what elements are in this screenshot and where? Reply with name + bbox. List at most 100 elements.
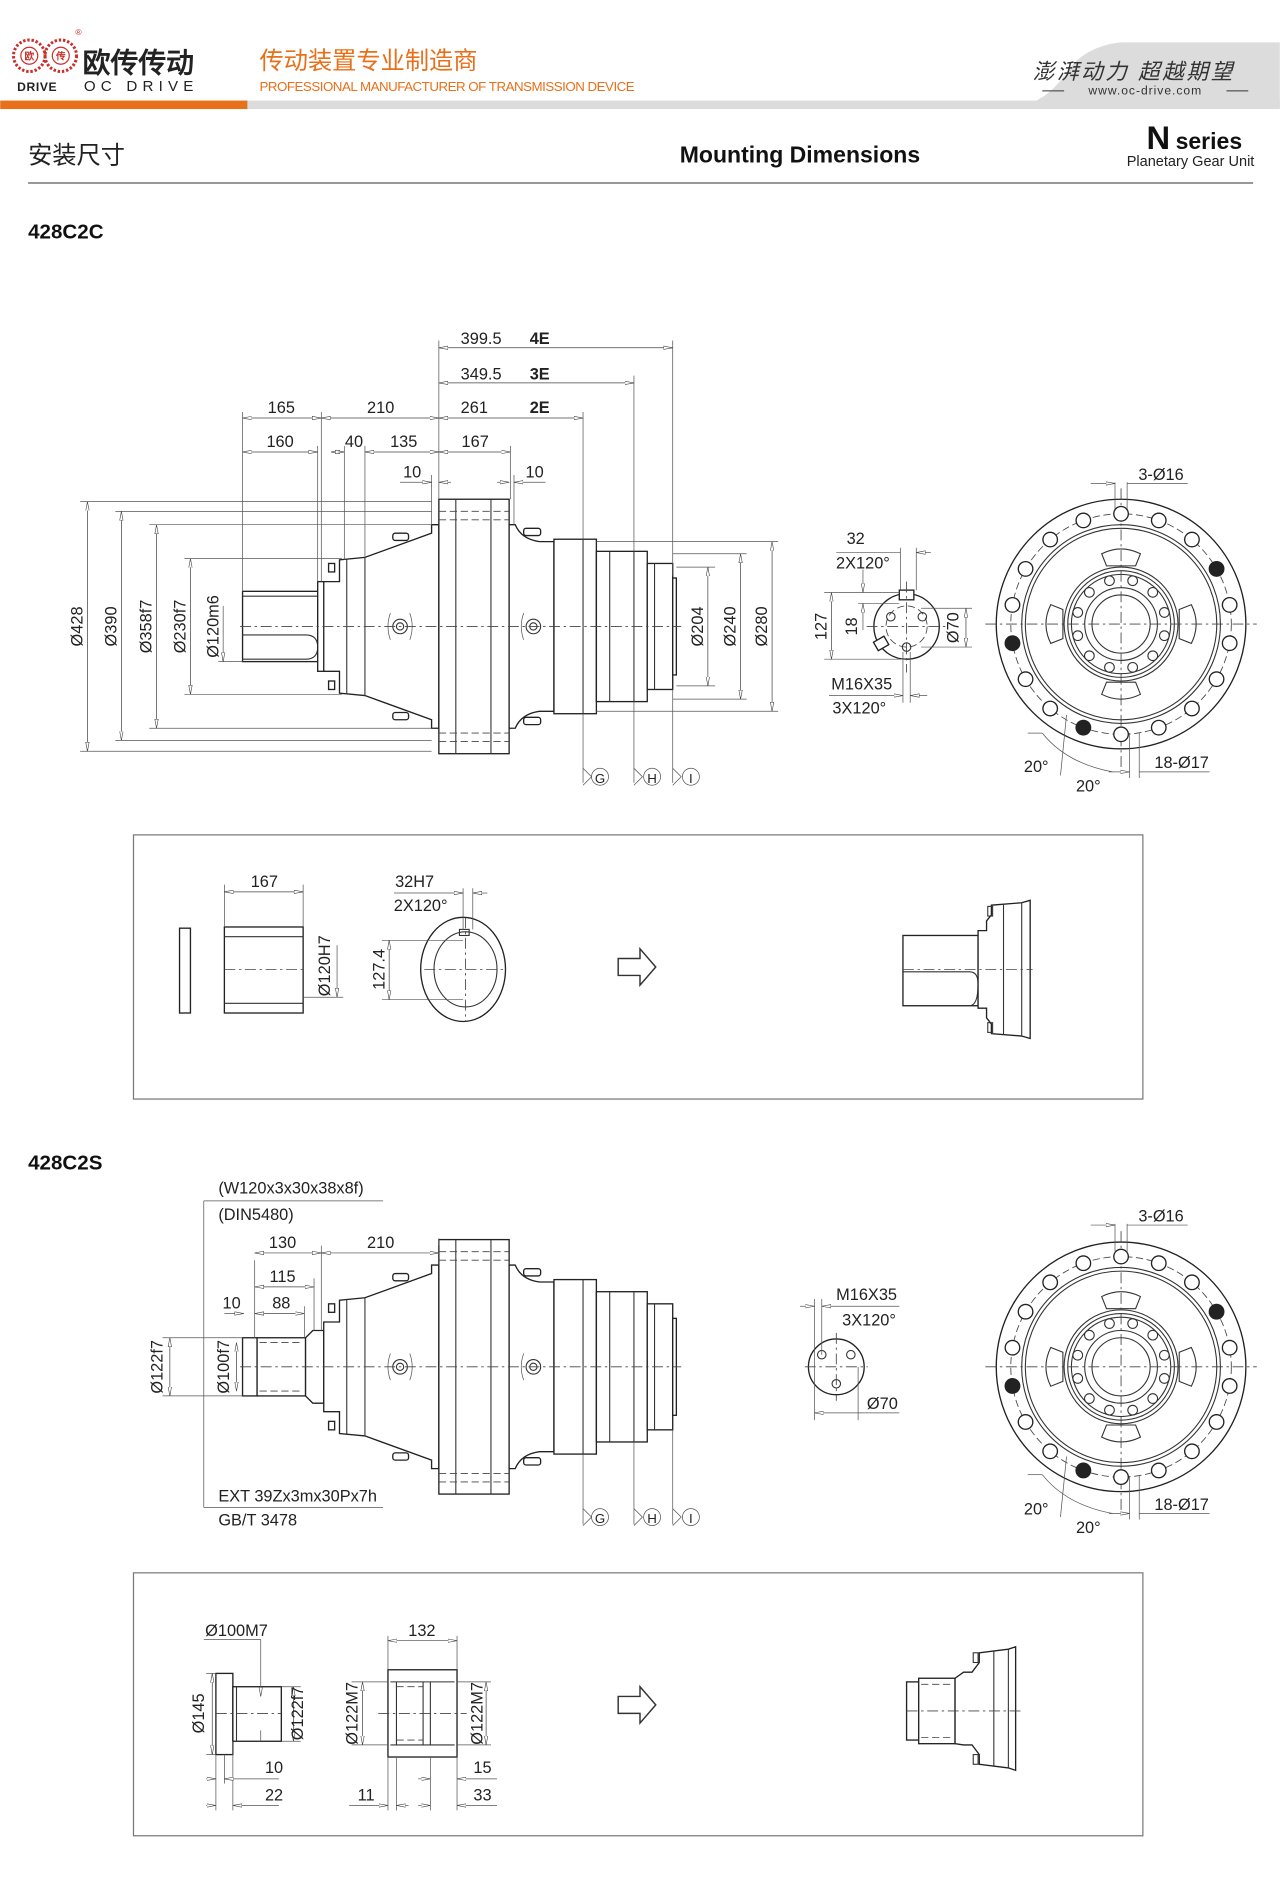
holes-18-dia17: 18-Ø17 <box>1154 1496 1209 1514</box>
adapter-spigot <box>232 1686 282 1742</box>
section-428c2c: 428C2C Ø428 Ø390 Ø358f7 Ø2 <box>28 221 1258 1100</box>
holes-3-dia16: 3-Ø16 <box>1138 1207 1183 1225</box>
drawing-path <box>633 767 643 786</box>
dia-120m6: Ø120m6 <box>204 595 222 658</box>
gearbox-body <box>239 498 682 755</box>
marker-g-label: G <box>595 1511 605 1526</box>
angle-20-a: 20° <box>1024 1501 1049 1519</box>
tagline-cn: 传动装置专业制造商 <box>260 48 478 75</box>
brand-name-en: OC DRIVE <box>84 78 199 95</box>
marker-h: H <box>633 1508 661 1526</box>
drawing-g <box>242 340 674 592</box>
drawing-circle <box>846 1349 856 1360</box>
drawing-rect <box>972 1652 979 1664</box>
dim-15: 15 <box>473 1759 491 1777</box>
bore-122m7-right: Ø122M7 <box>468 1682 486 1745</box>
dim-10: 10 <box>223 1295 241 1313</box>
drawing-line <box>1060 1456 1067 1518</box>
header-swoosh <box>896 42 1280 108</box>
marker-i: I <box>672 767 700 786</box>
drawing-path <box>672 767 682 786</box>
dia-70: Ø70 <box>867 1395 898 1413</box>
drawing-circle <box>643 767 661 786</box>
flange-end-view-2s: 3-Ø16 20° 20° 18-Ø17 <box>984 1207 1258 1537</box>
dia-122f7: Ø122f7 <box>289 1687 307 1741</box>
dim-160: 160 <box>266 433 293 451</box>
accessory-panel-2s: Ø100M7 Ø145 Ø122f7 10 22 <box>132 1572 1144 1837</box>
drawing-circle <box>886 611 896 622</box>
dia-100f7: Ø100f7 <box>215 1340 233 1394</box>
thread-spec: M16X35 <box>836 1286 897 1304</box>
dim-210: 210 <box>367 1234 394 1252</box>
drawing-path <box>582 767 593 786</box>
dia-280: Ø280 <box>753 606 771 646</box>
dim-10-left: 10 <box>403 463 421 481</box>
marker-i-label: I <box>689 771 693 786</box>
dia-240: Ø240 <box>722 606 740 646</box>
drawing-circle <box>591 1508 609 1526</box>
holes-3-dia16: 3-Ø16 <box>1138 466 1183 484</box>
dia-122f7: Ø122f7 <box>149 1340 167 1394</box>
marker-g-label: G <box>595 771 605 786</box>
drawing-circle <box>917 611 928 622</box>
drawing-path <box>633 1508 643 1526</box>
marker-g: G <box>582 767 609 786</box>
dim-210: 210 <box>367 399 394 417</box>
flange-end-view-2c: 3-Ø16 20° 20° 18-Ø17 <box>984 466 1258 795</box>
spline-spec: (W120x3x30x38x8f) <box>218 1180 363 1198</box>
assembly-arrow-icon <box>617 948 657 986</box>
drawing-rect <box>987 905 994 917</box>
drawing-path <box>954 1645 1017 1772</box>
drawing-rect <box>902 934 979 1007</box>
dim-261: 261 <box>461 399 488 417</box>
dim-165: 165 <box>268 399 295 417</box>
drawing-rect <box>872 635 890 652</box>
drawing-g <box>1027 482 1210 778</box>
series-letter: N <box>1147 119 1171 156</box>
dim-399-5: 399.5 <box>461 330 502 348</box>
assembled-view <box>902 899 1033 1040</box>
logo-char-2: 传 <box>55 49 66 62</box>
drawing-path <box>672 1508 682 1526</box>
drawing-circle <box>682 767 700 786</box>
angle-20-b: 20° <box>1076 777 1101 795</box>
logo-hub-right <box>51 46 70 65</box>
key-plate <box>178 927 192 1014</box>
dim-135: 135 <box>390 433 417 451</box>
dim-167: 167 <box>462 433 489 451</box>
logo-gear-right <box>43 38 79 74</box>
series-word: series <box>1176 128 1243 154</box>
dim-88: 88 <box>272 1295 290 1313</box>
shaft-end-view-2c: 32 2X120° 127 18 Ø70 M16X35 3X120° <box>813 530 973 718</box>
thread-spec: M16X35 <box>831 675 892 693</box>
header-orange-band <box>0 100 248 110</box>
label-2e: 2E <box>530 399 550 417</box>
panel-frame <box>132 834 1144 1100</box>
dia-428: Ø428 <box>69 606 87 646</box>
panel-frame <box>132 1572 1144 1837</box>
drawing-rect <box>458 928 470 937</box>
dim-11: 11 <box>358 1787 375 1805</box>
slogan: 澎湃动力 超越期望 <box>1033 59 1236 84</box>
title-bar: 安装尺寸 Mounting Dimensions N series Planet… <box>28 119 1254 184</box>
sleeve-length-132: 132 <box>408 1622 435 1640</box>
bore-122m7-left: Ø122M7 <box>344 1682 362 1745</box>
angle-20-a: 20° <box>1024 758 1049 776</box>
drawing-path <box>1042 1474 1113 1514</box>
key-pattern-acc: 2X120° <box>394 897 448 915</box>
marker-i: I <box>672 1508 700 1526</box>
dia-358f7: Ø358f7 <box>138 600 156 654</box>
marker-g: G <box>582 1508 609 1526</box>
shaft-sleeve <box>223 926 304 1014</box>
key-pattern: 2X120° <box>836 554 890 572</box>
drawing-path <box>977 899 1031 1040</box>
dim-33: 33 <box>473 1787 491 1805</box>
drawing-circle <box>643 1508 661 1526</box>
dia-145: Ø145 <box>190 1693 208 1733</box>
model-label: 428C2C <box>28 221 104 244</box>
dia-204: Ø204 <box>689 606 707 646</box>
title-cn: 安装尺寸 <box>28 143 125 170</box>
ext-spline-spec: EXT 39Zx3mx30Px7h <box>218 1487 377 1505</box>
model-label: 428C2S <box>28 1151 102 1174</box>
